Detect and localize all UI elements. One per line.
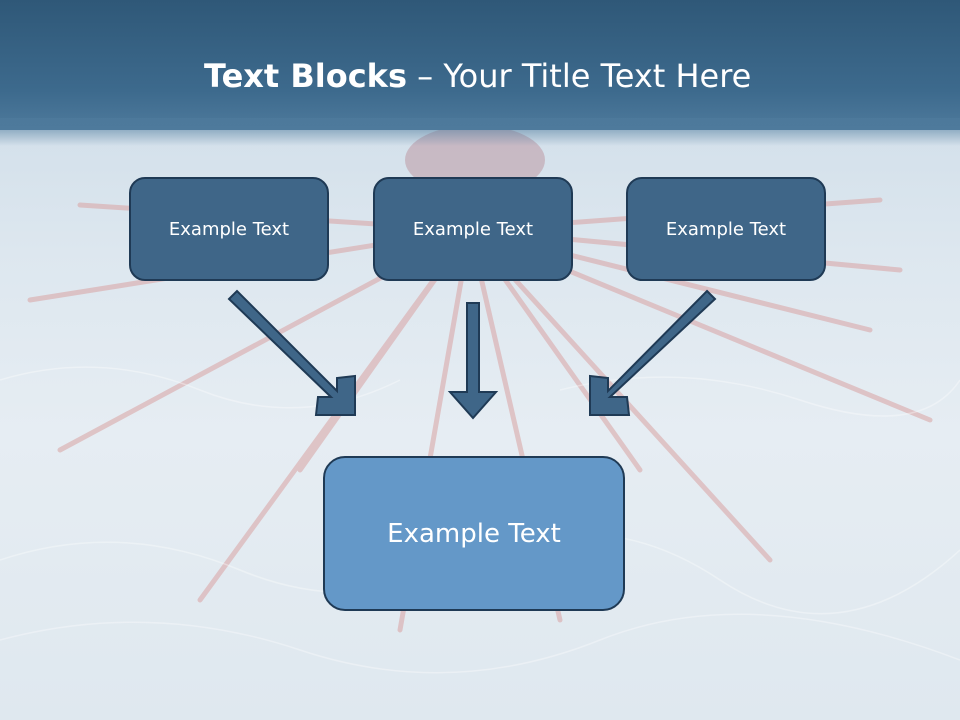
title-bar-fade <box>0 118 960 146</box>
text-block-2-label: Example Text <box>412 218 534 240</box>
title-bold: Text Blocks <box>204 57 407 95</box>
target-text-block-label: Example Text <box>387 518 561 549</box>
arrow-left <box>227 289 356 416</box>
text-block-3[interactable]: Example Text <box>626 177 826 281</box>
arrow-center <box>447 302 499 420</box>
target-text-block[interactable]: Example Text <box>323 456 625 611</box>
slide-title: Text Blocks – Your Title Text Here <box>204 54 751 98</box>
text-block-1[interactable]: Example Text <box>129 177 329 281</box>
title-dash: – <box>407 57 444 95</box>
text-block-3-label: Example Text <box>665 218 787 240</box>
title-bar <box>0 0 960 130</box>
text-block-2[interactable]: Example Text <box>373 177 573 281</box>
title-rest: Your Title Text Here <box>443 57 752 95</box>
text-block-1-label: Example Text <box>168 218 290 240</box>
arrow-right <box>589 289 717 416</box>
